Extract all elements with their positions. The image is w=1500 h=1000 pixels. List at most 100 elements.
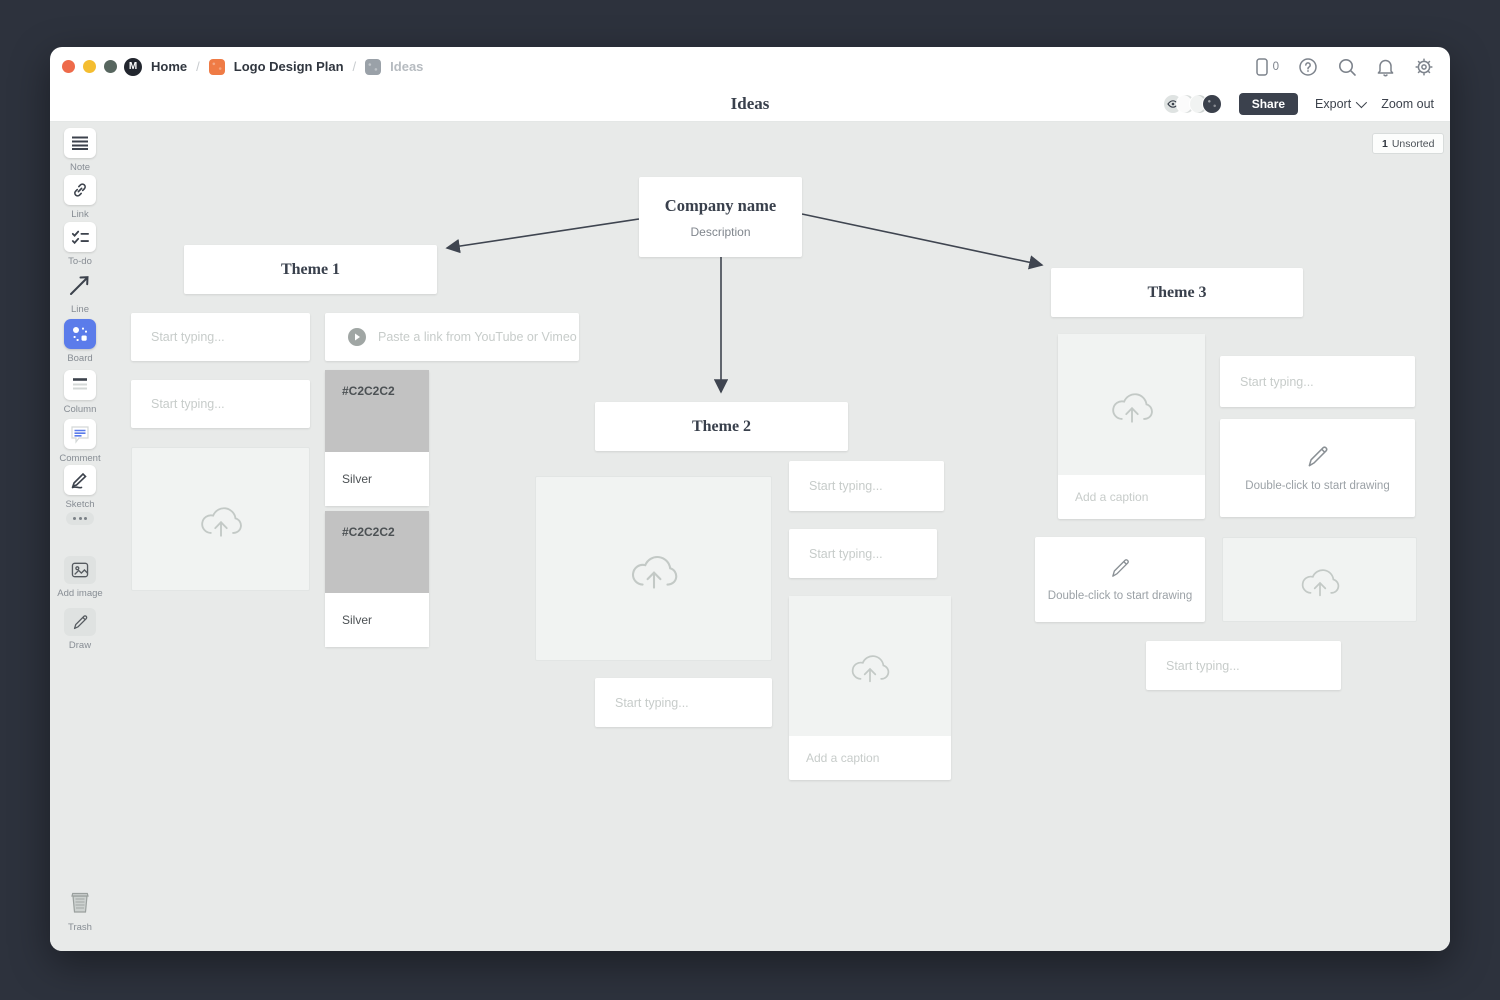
image-card-with-caption[interactable]: Add a caption — [789, 596, 951, 780]
cloud-upload-icon — [200, 507, 242, 537]
cloud-upload-icon — [851, 655, 890, 683]
phone-icon — [1255, 57, 1268, 76]
breadcrumb-home[interactable]: Home — [151, 59, 188, 74]
chevron-down-icon — [1355, 96, 1368, 109]
company-description: Description — [690, 224, 751, 239]
device-count: 0 — [1272, 60, 1279, 73]
sketch-drawing-card[interactable]: Double-click to start drawing — [1035, 537, 1205, 622]
chrome-actions: 0 — [1255, 47, 1434, 86]
notifications-button[interactable] — [1376, 57, 1395, 77]
image-upload-placeholder[interactable] — [131, 447, 310, 591]
breadcrumb-page[interactable]: Ideas — [390, 59, 424, 74]
page-title[interactable]: Ideas — [730, 94, 770, 113]
image-upload-area[interactable] — [789, 596, 951, 736]
tool-comment[interactable]: Comment — [50, 419, 110, 464]
swatch-name: Silver — [325, 452, 429, 506]
trash-button[interactable]: Trash — [50, 888, 110, 933]
image-card-with-caption[interactable]: Add a caption — [1058, 334, 1205, 519]
help-button[interactable] — [1298, 57, 1318, 77]
theme3-card[interactable]: Theme 3 — [1051, 268, 1303, 317]
board-title-bar: Ideas Share Export Zoom out — [50, 86, 1450, 122]
unsorted-badge[interactable]: 1 Unsorted — [1372, 133, 1445, 154]
tool-column[interactable]: Column — [50, 370, 110, 415]
sketch-placeholder-text: Double-click to start drawing — [1245, 480, 1390, 492]
traffic-lights — [62, 47, 117, 86]
caption-placeholder[interactable]: Add a caption — [806, 751, 880, 765]
tool-label: Draw — [68, 640, 92, 651]
breadcrumb-separator: / — [196, 59, 200, 74]
zoom-out-button[interactable]: Zoom out — [1381, 97, 1434, 111]
mobile-devices-button[interactable]: 0 — [1255, 57, 1279, 77]
gear-icon — [1415, 58, 1433, 75]
tool-line[interactable]: Line — [50, 270, 110, 315]
sketch-placeholder-text: Double-click to start drawing — [1047, 590, 1193, 602]
tool-label: Line — [71, 304, 89, 315]
note-card[interactable]: Start typing... — [789, 529, 937, 578]
breadcrumb-board[interactable]: Logo Design Plan — [233, 59, 344, 74]
play-icon — [348, 328, 366, 346]
pencil-icon — [73, 614, 87, 629]
export-label: Export — [1315, 97, 1352, 111]
caption-placeholder[interactable]: Add a caption — [1075, 490, 1149, 504]
note-card[interactable]: Start typing... — [1220, 356, 1415, 407]
app-logo-icon[interactable]: M — [124, 57, 142, 76]
note-icon — [72, 136, 88, 150]
ellipsis-icon — [66, 512, 94, 525]
tool-label: Comment — [59, 453, 101, 464]
tool-sketch[interactable]: Sketch — [50, 465, 110, 510]
tool-note[interactable]: Note — [50, 128, 110, 173]
top-chrome-bar: M Home / Logo Design Plan / Ideas 0 — [50, 47, 1450, 86]
theme1-card[interactable]: Theme 1 — [184, 245, 437, 294]
note-card[interactable]: Start typing... — [131, 380, 310, 428]
cloud-upload-icon — [1301, 568, 1339, 596]
app-window: M Home / Logo Design Plan / Ideas 0 — [50, 47, 1450, 951]
theme2-card[interactable]: Theme 2 — [595, 402, 848, 451]
settings-button[interactable] — [1414, 57, 1434, 77]
element-toolbar: Note Link To-do Line Board Column — [50, 122, 110, 951]
more-tools-button[interactable] — [50, 512, 110, 525]
avatar — [1201, 94, 1222, 114]
collaborator-avatars[interactable] — [1162, 94, 1222, 114]
video-placeholder-text: Paste a link from YouTube or Vimeo — [378, 330, 577, 344]
close-window-button[interactable] — [62, 60, 75, 73]
tool-board[interactable]: Board — [50, 319, 110, 364]
note-card[interactable]: Start typing... — [1146, 641, 1341, 690]
trash-icon — [71, 892, 89, 913]
share-button[interactable]: Share — [1238, 93, 1299, 115]
breadcrumb: M Home / Logo Design Plan / Ideas — [124, 47, 423, 86]
sketch-drawing-card[interactable]: Double-click to start drawing — [1220, 419, 1415, 517]
tool-label: Link — [71, 209, 89, 220]
note-card[interactable]: Start typing... — [595, 678, 772, 727]
tool-draw[interactable]: Draw — [50, 608, 110, 651]
link-icon — [74, 183, 86, 197]
tool-add-image[interactable]: Add image — [50, 556, 110, 599]
tool-todo[interactable]: To-do — [50, 222, 110, 267]
unsorted-label: Unsorted — [1391, 137, 1435, 150]
search-icon — [1339, 58, 1356, 76]
export-button[interactable]: Export — [1315, 96, 1368, 111]
zoom-window-button[interactable] — [104, 60, 117, 73]
pencil-icon — [1111, 559, 1129, 577]
minimize-window-button[interactable] — [83, 60, 96, 73]
company-note-card[interactable]: Company name Description — [639, 177, 802, 257]
video-link-card[interactable]: Paste a link from YouTube or Vimeo — [325, 313, 579, 361]
cloud-upload-icon — [1111, 392, 1153, 423]
board-canvas[interactable]: 1 Unsorted Company name Description Them… — [110, 122, 1450, 951]
tool-label: Sketch — [65, 499, 95, 510]
image-upload-placeholder[interactable] — [1222, 537, 1417, 622]
search-button[interactable] — [1337, 57, 1357, 77]
help-icon — [1299, 57, 1317, 76]
image-upload-placeholder[interactable] — [535, 476, 772, 661]
note-card[interactable]: Start typing... — [131, 313, 310, 361]
image-upload-area[interactable] — [1058, 334, 1205, 475]
tool-label: To-do — [68, 256, 92, 267]
add-image-icon — [71, 562, 89, 578]
note-card[interactable]: Start typing... — [789, 461, 944, 511]
tool-label: Add image — [57, 588, 103, 599]
column-icon — [73, 378, 87, 390]
swatch-color: #C2C2C2 — [325, 511, 429, 593]
color-swatch-card[interactable]: #C2C2C2 Silver — [325, 511, 429, 647]
tool-link[interactable]: Link — [50, 175, 110, 220]
color-swatch-card[interactable]: #C2C2C2 Silver — [325, 370, 429, 506]
